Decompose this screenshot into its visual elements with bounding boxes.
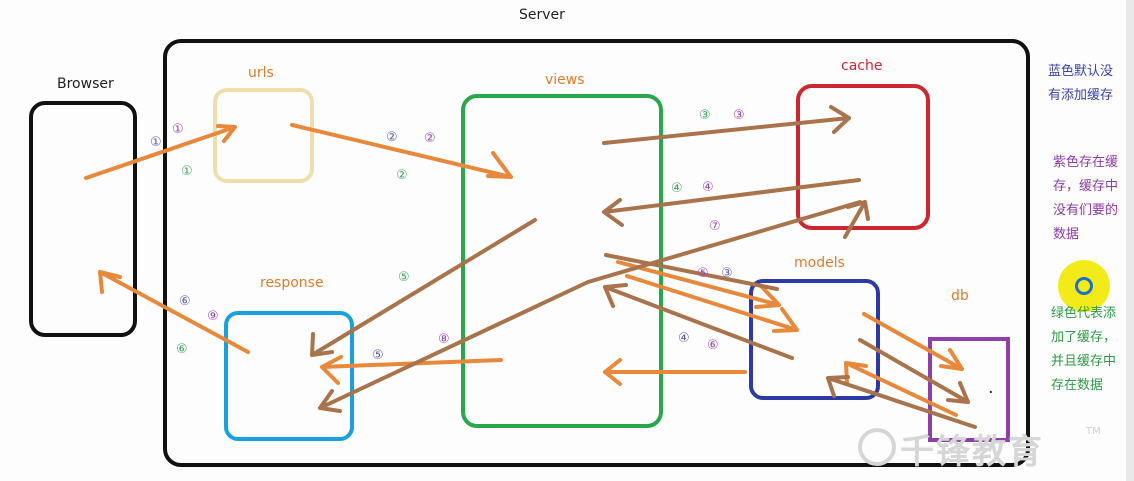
db-box [928, 337, 1010, 442]
step-7-purple: ⑦ [709, 219, 721, 234]
arrow-views-to-models-b [625, 274, 799, 333]
arrow-browser-to-urls [84, 124, 237, 180]
note-purple-line-3: 没有们要的 [1053, 203, 1119, 218]
note-green-line-4: 存在数据 [1051, 378, 1104, 393]
arrow-views-to-models-c [604, 253, 779, 291]
models-label: models [794, 255, 845, 271]
step-1-green: ① [181, 164, 193, 179]
step-6-green: ⑥ [176, 342, 188, 357]
browser-box [29, 101, 137, 337]
db-label: db [951, 288, 969, 304]
watermark-logo-icon [858, 428, 896, 466]
watermark-text: 千锋教育 [900, 432, 1044, 472]
note-green: 绿色代表添 加了缓存， 并且缓存中 存在数据 [1051, 302, 1116, 398]
urls-label: urls [248, 65, 274, 81]
arrow-models-to-views-a [603, 283, 794, 360]
server-title: Server [519, 7, 565, 23]
arrow-views-to-response [320, 355, 503, 385]
step-2-blue: ② [386, 130, 398, 145]
db-dot: · [988, 382, 994, 403]
note-blue-line-2: 有添加缓存 [1048, 88, 1114, 103]
step-4-purple: ④ [702, 180, 714, 195]
cursor-ring-icon [1075, 277, 1093, 295]
watermark-tm: TM [1086, 426, 1101, 437]
note-green-line-1: 绿色代表添 [1051, 306, 1117, 321]
arrow-cache-to-views [602, 178, 861, 227]
response-label: response [260, 275, 324, 291]
step-5-purple: ⑤ [697, 266, 709, 281]
models-box [749, 279, 880, 400]
note-purple: 紫色存在缓 存，缓存中 没有们要的 数据 [1053, 151, 1118, 247]
step-3-purple: ③ [733, 108, 745, 123]
note-purple-line-1: 紫色存在缓 [1053, 155, 1119, 170]
note-blue-line-1: 蓝色默认没 [1048, 64, 1114, 79]
step-9-purple: ⑨ [207, 309, 219, 324]
server-box [163, 39, 1030, 467]
arrow-models-to-cache [843, 200, 870, 239]
step-4-green: ④ [671, 181, 683, 196]
views-label: views [545, 72, 585, 88]
note-green-line-2: 加了缓存， [1051, 330, 1117, 345]
step-5-blue: ⑤ [372, 348, 384, 363]
arrow-models-to-views [603, 358, 747, 386]
cache-label: cache [841, 58, 883, 74]
step-3-green: ③ [699, 108, 711, 123]
browser-label: Browser [57, 76, 114, 92]
scrollbar[interactable] [1126, 0, 1134, 481]
arrow-db-to-models-b [826, 375, 977, 429]
cache-box [796, 84, 930, 230]
step-6-blue: ⑥ [179, 294, 191, 309]
note-green-line-3: 并且缓存中 [1051, 354, 1117, 369]
step-6-purple: ⑥ [707, 338, 719, 353]
step-5-green: ⑤ [398, 270, 410, 285]
arrow-models-to-db-b [858, 338, 970, 404]
step-8-purple: ⑧ [438, 332, 450, 347]
response-box [224, 311, 354, 441]
note-purple-line-2: 存，缓存中 [1053, 179, 1119, 194]
arrow-views-to-cache [602, 105, 851, 145]
step-4-blue: ④ [678, 331, 690, 346]
arrow-urls-to-views [290, 123, 513, 179]
step-1-purple: ① [172, 122, 184, 137]
step-2-green: ② [396, 168, 408, 183]
step-2-purple: ② [424, 131, 436, 146]
arrow-views-to-response-a [310, 218, 537, 357]
arrow-cache-to-response [318, 200, 862, 413]
step-1-blue: ① [150, 135, 162, 150]
arrow-models-to-db-a [862, 312, 964, 371]
step-3-blue: ③ [721, 266, 733, 281]
arrow-views-to-models-a [616, 260, 781, 309]
arrow-response-to-browser [98, 270, 250, 354]
note-purple-line-4: 数据 [1053, 227, 1080, 242]
note-blue: 蓝色默认没 有添加缓存 [1048, 60, 1113, 108]
